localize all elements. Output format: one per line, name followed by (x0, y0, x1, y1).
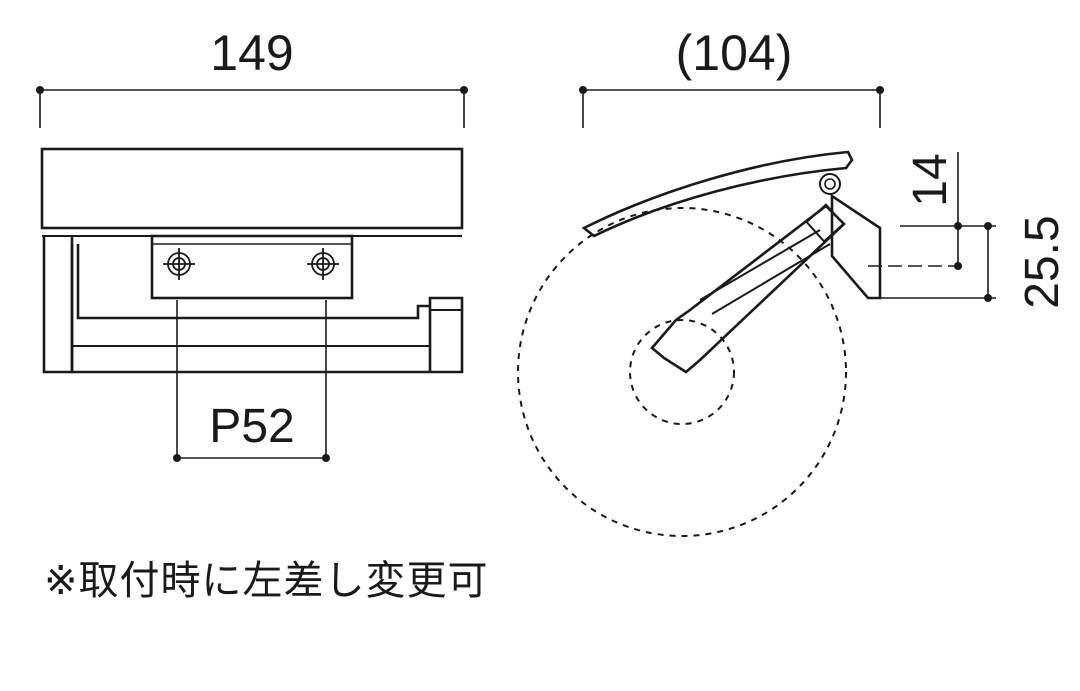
screw-right-icon (307, 248, 339, 280)
pitch-label: P52 (209, 400, 294, 453)
side-view (517, 86, 996, 537)
screw-left-icon (163, 248, 195, 280)
shelf-lid (581, 150, 854, 238)
height-label: 25.5 (1016, 215, 1069, 308)
paper-arm (650, 204, 846, 374)
installation-note: ※取付時に左差し変更可 (44, 558, 489, 604)
width-dimension (36, 86, 468, 128)
height-dimensions (868, 152, 996, 302)
front-view (36, 86, 468, 462)
holder-body (42, 236, 74, 374)
width-label: 149 (210, 25, 293, 81)
pitch-dimension (173, 300, 330, 462)
paper-core-outline (629, 319, 735, 425)
mounting-plate (150, 234, 354, 300)
depth-dimension (579, 86, 884, 128)
paper-roll-outline (517, 207, 847, 537)
offset-label: 14 (904, 153, 957, 206)
shelf-plate (40, 147, 464, 230)
wall-bracket (830, 193, 882, 300)
paper-arm-frame (70, 244, 464, 374)
depth-label: (104) (676, 25, 793, 81)
